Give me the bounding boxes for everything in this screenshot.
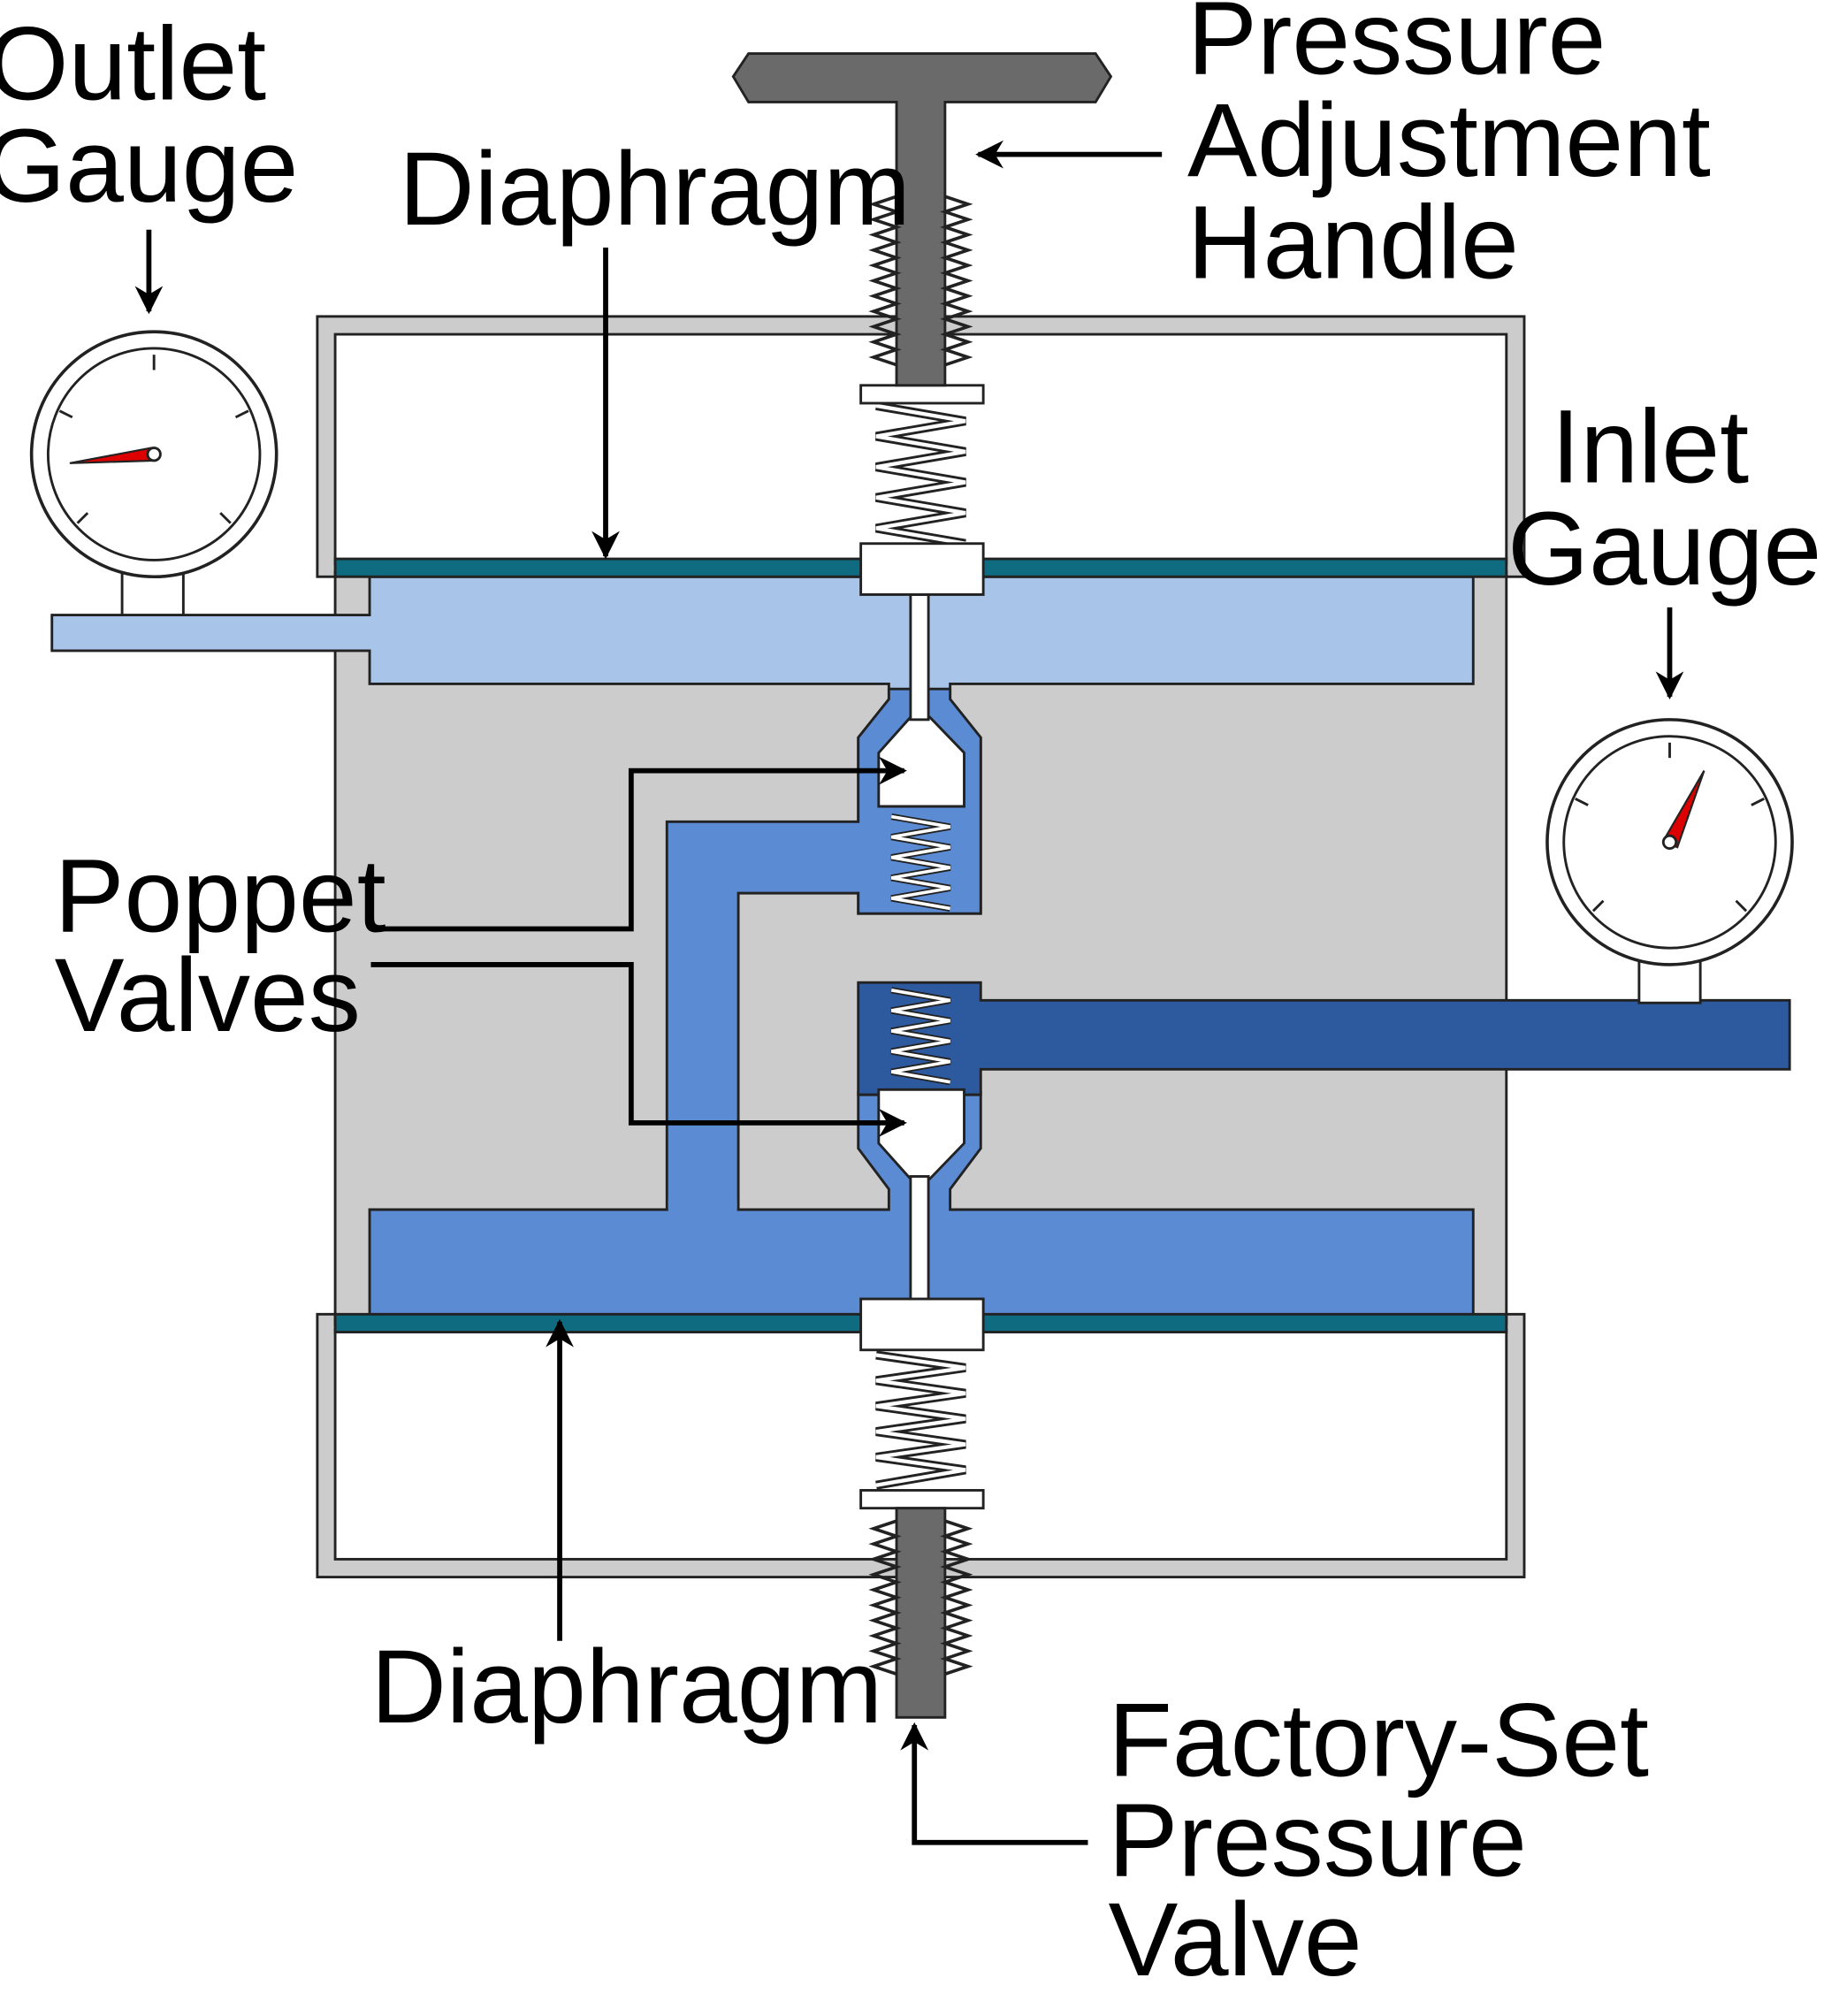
inlet-gauge xyxy=(1545,718,1794,1004)
leader-arrows xyxy=(134,140,1684,1845)
pressure-adjustment-handle xyxy=(731,52,1113,596)
passage-joint xyxy=(668,1199,737,1218)
poppet-upper-arrow xyxy=(370,756,907,932)
factory-set-pressure-valve xyxy=(859,1297,985,1719)
diaphragm-top-label: Diaphragm xyxy=(399,131,911,248)
outlet-gauge xyxy=(29,330,279,616)
factory-set-pressure-valve-label: Factory-Set Pressure Valve xyxy=(1109,1683,1678,1998)
inlet-gauge-label: Inlet Gauge xyxy=(1507,388,1821,607)
pressure-adjustment-handle-label: Pressure Adjustment Handle xyxy=(1187,0,1740,302)
poppet-valves-label: Poppet Valves xyxy=(55,837,416,1054)
poppet-lower-arrow xyxy=(370,962,907,1137)
diaphragm-bottom-label: Diaphragm xyxy=(370,1629,882,1745)
outlet-gauge-label: Outlet Gauge xyxy=(0,6,298,225)
factory-valve-arrow xyxy=(900,1722,1088,1845)
